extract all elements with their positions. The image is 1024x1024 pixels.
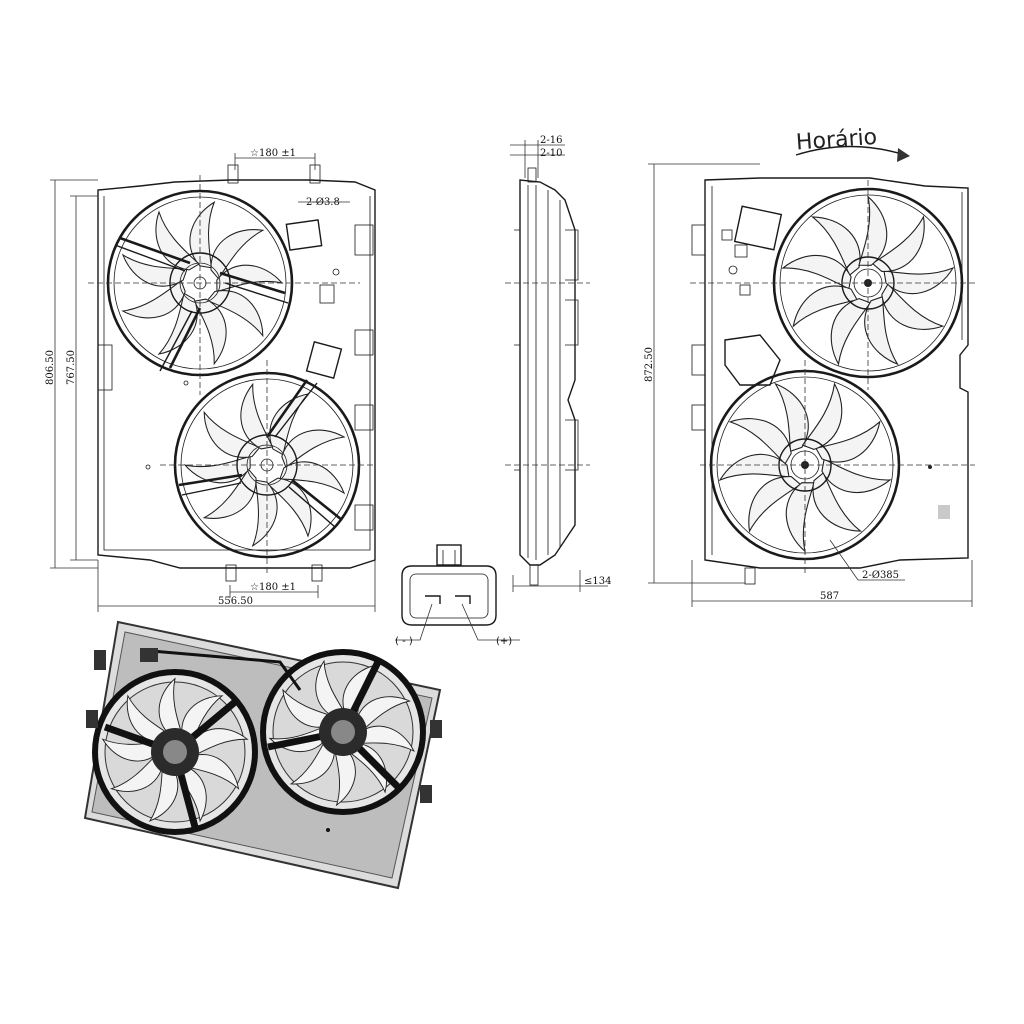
front-bottom-dim: ☆180 ±1	[250, 582, 296, 593]
rear-fan-diameter: 2-Ø385	[862, 570, 899, 581]
rear-view: Horário 872.50 587 2-Ø385	[644, 125, 986, 607]
rotation-label: Horário	[795, 125, 878, 156]
rear-height-dim: 872.50	[644, 347, 655, 382]
front-height-inner: 767.50	[66, 350, 77, 385]
front-hole-note: 2-Ø3.8	[306, 197, 340, 208]
front-height-outer: 806.50	[45, 350, 56, 385]
side-dim-top-b: 2-10	[540, 148, 562, 159]
connector-detail: ( - ) (+)	[395, 544, 520, 647]
connector-pos-label: (+)	[496, 636, 512, 647]
side-dim-top-a: 2-16	[540, 135, 562, 146]
perspective-render	[83, 620, 442, 890]
front-width-dim: 556.50	[218, 596, 253, 607]
front-view: ☆180 ±1 ☆180 ±1 806.50 767.50 556.50 2-Ø…	[45, 148, 376, 612]
rear-width-dim: 587	[820, 591, 839, 602]
side-depth-dim: ≤134	[584, 576, 611, 587]
front-top-dim: ☆180 ±1	[250, 148, 296, 159]
connector-neg-label: ( - )	[395, 636, 413, 647]
side-view: 2-16 2-10 ≤134	[505, 135, 611, 592]
